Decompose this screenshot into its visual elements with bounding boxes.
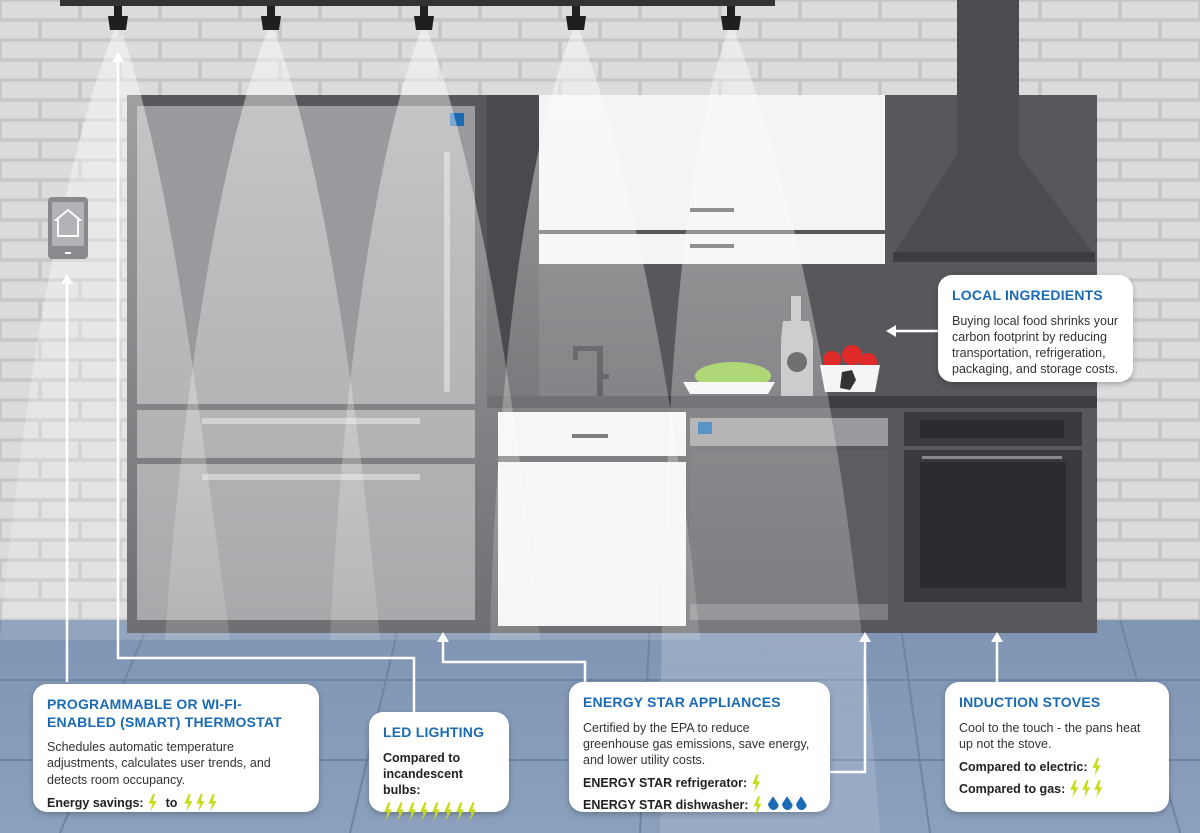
gas-bolts	[1069, 780, 1105, 798]
ceiling-lights	[108, 6, 741, 30]
gas-label: Compared to gas:	[959, 781, 1066, 796]
water-drop-icon	[795, 796, 807, 811]
lightning-bolt-icon	[468, 802, 476, 821]
water-drop-icon	[781, 796, 793, 811]
thermostat-title: PROGRAMMABLE OR WI-FI-ENABLED (SMART) TH…	[47, 696, 282, 730]
lightning-bolt-icon	[420, 802, 428, 821]
fridge-bolts	[751, 774, 763, 793]
led-bolts	[383, 802, 479, 821]
gas-row: Compared to gas:	[959, 780, 1155, 798]
local-body: Buying local food shrinks your carbon fo…	[952, 313, 1119, 377]
lightning-bolt-icon	[384, 802, 392, 821]
to-label: to	[165, 795, 178, 810]
electric-label: Compared to electric:	[959, 759, 1088, 774]
induction-title: INDUCTION STOVES	[959, 694, 1101, 710]
oven	[904, 412, 1082, 602]
water-drop-icon	[767, 796, 779, 811]
lightning-bolt-icon	[752, 774, 761, 793]
energy-savings-label: Energy savings:	[47, 795, 144, 810]
thermostat-card: PROGRAMMABLE OR WI-FI-ENABLED (SMART) TH…	[33, 684, 319, 812]
induction-card: INDUCTION STOVES Cool to the touch - the…	[945, 682, 1169, 812]
energy-star-card: ENERGY STAR APPLIANCES Certified by the …	[569, 682, 830, 815]
lightning-bolt-icon	[148, 793, 157, 812]
light-beams	[0, 22, 880, 833]
lightning-bolt-icon	[1092, 758, 1101, 776]
thermostat-body: Schedules automatic temperature adjustme…	[47, 740, 271, 787]
lightning-bolt-icon	[1070, 780, 1079, 798]
dishwasher-drops	[765, 796, 807, 814]
lightning-bolt-icon	[208, 793, 217, 812]
led-compare-label: Compared to incandescent bulbs:	[383, 750, 463, 798]
led-title: LED LIGHTING	[383, 724, 485, 740]
lightning-bolt-icon	[396, 802, 404, 821]
bowl-of-tomatoes	[820, 345, 880, 392]
lightning-bolt-icon	[1082, 780, 1091, 798]
electric-bolts	[1092, 758, 1104, 776]
energy-star-title: ENERGY STAR APPLIANCES	[583, 694, 781, 710]
lightning-bolt-icon	[196, 793, 205, 812]
lightning-bolt-icon	[1094, 780, 1103, 798]
energy-savings-row: Energy savings: to	[47, 793, 305, 812]
induction-body: Cool to the touch - the pans heat up not…	[959, 720, 1141, 751]
dishwasher-bolts	[753, 796, 765, 815]
savings-to-bolts	[183, 793, 219, 812]
savings-from-bolts	[148, 793, 160, 812]
lightning-bolt-icon	[184, 793, 193, 812]
energy-star-body: Certified by the EPA to reduce greenhous…	[583, 720, 810, 768]
fridge-label: ENERGY STAR refrigerator:	[583, 776, 748, 791]
local-title: LOCAL INGREDIENTS	[952, 287, 1103, 303]
connector-lines	[65, 60, 999, 774]
lightning-bolt-icon	[432, 802, 440, 821]
local-ingredients-card: LOCAL INGREDIENTS Buying local food shri…	[938, 275, 1133, 382]
arrowheads	[61, 52, 1003, 642]
thermostat-device	[48, 197, 88, 259]
lightning-bolt-icon	[753, 796, 762, 815]
fridge-row: ENERGY STAR refrigerator:	[583, 774, 816, 793]
electric-row: Compared to electric:	[959, 758, 1155, 776]
dishwasher-label: ENERGY STAR dishwasher:	[583, 798, 749, 813]
lightning-bolt-icon	[444, 802, 452, 821]
led-bolts-row	[383, 802, 495, 821]
range-hood	[893, 0, 1095, 262]
led-card: LED LIGHTING Compared to incandescent bu…	[369, 712, 509, 821]
lightning-bolt-icon	[456, 802, 464, 821]
lightning-bolt-icon	[408, 802, 416, 821]
light-rail	[60, 0, 775, 6]
dishwasher-row: ENERGY STAR dishwasher:	[583, 796, 816, 815]
